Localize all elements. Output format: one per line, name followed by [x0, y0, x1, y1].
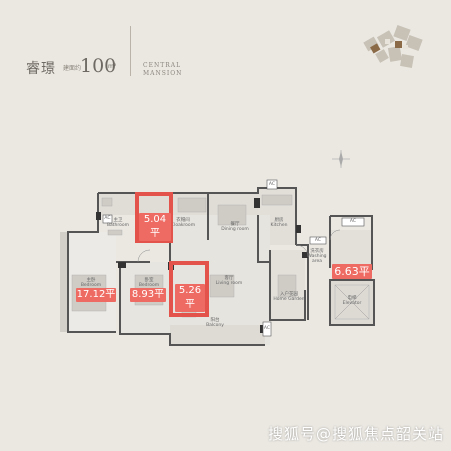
ac-label: AC [268, 182, 276, 187]
highlight-box-living [169, 261, 209, 317]
ac-label: AC [314, 238, 322, 243]
area-unit: m² [108, 63, 117, 70]
area-value: 100 [80, 55, 117, 77]
brand-name: 睿璟 [26, 61, 56, 77]
room-label-balcony: 阳台 Balcony [206, 318, 224, 328]
ac-label: AC [104, 216, 111, 221]
room-label-home-garden: 入户花园 Home Garden [273, 292, 305, 302]
room-label-kitchen: 厨房 Kitchen [270, 218, 288, 228]
room-label-washing: 洗衣房 Washing area [307, 249, 327, 264]
compass-icon [332, 150, 350, 168]
area-badge: 17.12平 [76, 288, 116, 302]
site-plan-thumbnail [363, 24, 423, 68]
watermark: 搜狐号@搜狐焦点韶关站 [268, 425, 445, 443]
ac-label: AC [349, 219, 357, 224]
room-label-dining: 餐厅 Dining room [221, 222, 249, 232]
english-title-line2: MANSION [143, 70, 183, 77]
room-label-bedroom: 卧室 Bedroom [138, 278, 160, 288]
highlight-box-cloakroom [135, 192, 173, 243]
room-label-living: 客厅 Living room [215, 276, 243, 286]
area-badge: 5.26平 [175, 284, 205, 312]
area-prefix: 建面约 [63, 65, 82, 72]
ac-label: AC [263, 326, 271, 331]
room-label-elevator: 电梯 Elevator [342, 296, 362, 306]
area-badge: 8.93平 [130, 288, 166, 302]
area-badge: 5.04平 [139, 213, 171, 241]
area-badge: 6.63平 [332, 264, 372, 279]
english-title-line1: CENTRAL [143, 62, 182, 69]
room-label-bathroom: 主卫 Bathroom [106, 218, 130, 228]
room-label-cloakroom: 衣帽间 Cloakroom [170, 218, 196, 228]
header-divider [130, 26, 131, 76]
room-label-master-bedroom: 主卧 Bedroom [80, 278, 102, 288]
